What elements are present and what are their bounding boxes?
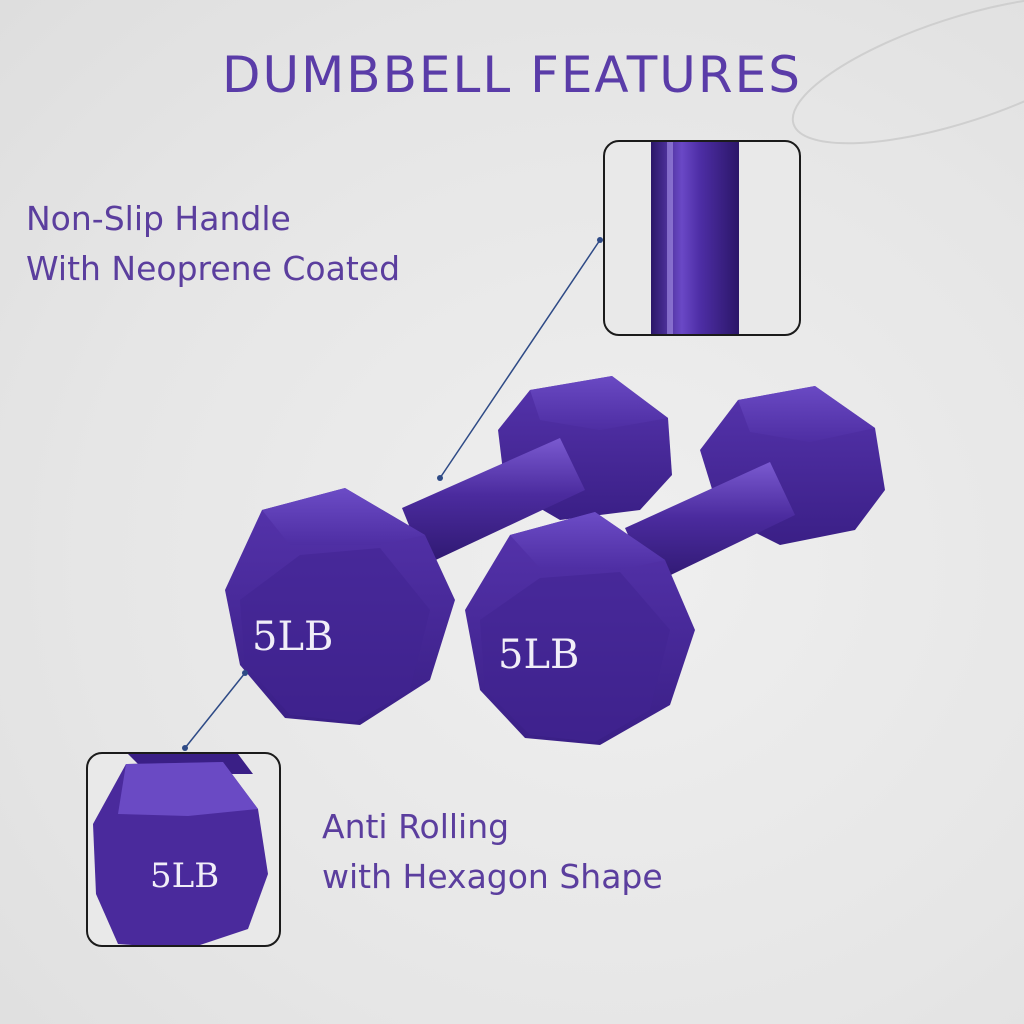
feature-handle-text: Non-Slip Handle With Neoprene Coated <box>26 194 400 294</box>
inset-handle-closeup <box>603 140 801 336</box>
feature-hexagon-text: Anti Rolling with Hexagon Shape <box>322 802 663 902</box>
handle-closeup-illustration <box>651 142 739 334</box>
page-title: DUMBBELL FEATURES <box>222 46 802 104</box>
weight-label-closeup: 5LB <box>150 856 219 896</box>
feature-handle-line-1: Non-Slip Handle <box>26 199 291 238</box>
feature-hexagon-line-1: Anti Rolling <box>322 807 510 846</box>
dumbbell-left: 5LB <box>225 376 672 725</box>
inset-hexagon-closeup: 5LB <box>86 752 281 947</box>
dumbbell-right: 5LB <box>465 386 885 745</box>
callout-lines <box>182 237 603 751</box>
weight-label-right: 5LB <box>498 632 579 678</box>
feature-handle-line-2: With Neoprene Coated <box>26 249 401 288</box>
hexagon-closeup-illustration: 5LB <box>93 754 268 945</box>
weight-label-left: 5LB <box>252 614 333 660</box>
feature-hexagon-line-2: with Hexagon Shape <box>322 857 663 896</box>
